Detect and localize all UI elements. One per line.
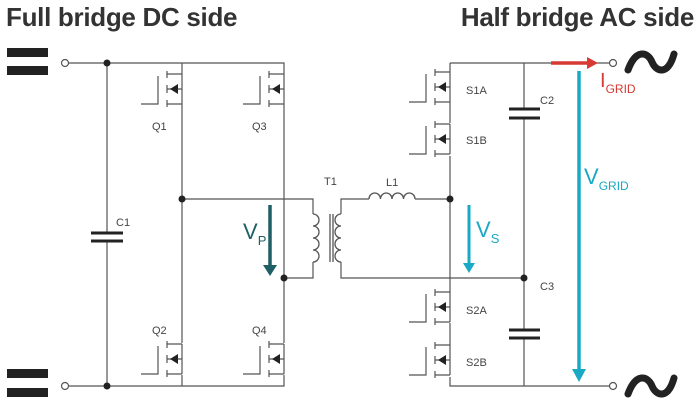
inductor-l1	[368, 192, 416, 200]
primary-bottom-wire	[284, 262, 314, 279]
dc-bottom-rail	[69, 375, 285, 387]
mosfet-s2a	[409, 289, 451, 325]
label-q4: Q4	[252, 325, 267, 337]
body-diode-arrow-icon	[170, 354, 178, 364]
body-diode-arrow-icon	[438, 355, 446, 365]
title-dc-side: Full bridge DC side	[6, 2, 238, 32]
transformer-secondary	[334, 213, 342, 263]
bridge-legs	[181, 104, 285, 343]
junction-node	[178, 195, 186, 203]
vp-arrowhead	[263, 265, 277, 276]
secondary-bottom-wire	[340, 262, 524, 279]
junction-node	[103, 59, 111, 67]
dc-top-rail	[69, 62, 285, 74]
body-diode-arrow-icon	[170, 84, 178, 94]
label-s2a: S2A	[466, 305, 487, 317]
terminal-dc-bottom	[60, 381, 70, 391]
mosfet-q1	[141, 71, 183, 107]
body-diode-arrow-icon	[272, 354, 280, 364]
dc-source-icon	[7, 369, 48, 397]
mosfet-q3	[243, 71, 285, 107]
capacitor-c1	[91, 231, 123, 243]
label-l1: L1	[386, 177, 398, 189]
ac-source-icon	[624, 374, 678, 398]
mosfets	[141, 69, 451, 378]
body-diode-arrow-icon	[438, 302, 446, 312]
capacitor-c2	[509, 107, 540, 120]
label-vp: VP	[243, 219, 266, 248]
label-s1b: S1B	[466, 135, 487, 147]
body-diode-arrow-icon	[272, 84, 280, 94]
label-q3: Q3	[252, 121, 267, 133]
label-vs: VS	[476, 217, 500, 246]
terminal-dc-top	[60, 58, 70, 68]
mosfet-q4	[243, 341, 285, 377]
body-diode-arrow-icon	[438, 134, 446, 144]
label-igrid: IGRID	[600, 70, 636, 96]
vs-arrowhead	[463, 263, 475, 273]
label-q2: Q2	[152, 325, 167, 337]
mosfet-q2	[141, 341, 183, 377]
wires	[69, 62, 610, 387]
label-s2b: S2B	[466, 357, 487, 369]
mosfet-s1b	[409, 121, 451, 157]
transformer-primary	[312, 213, 320, 263]
vgrid-arrowhead	[572, 369, 586, 382]
label-t1: T1	[324, 176, 337, 188]
label-c2: C2	[540, 95, 554, 107]
junction-node	[520, 274, 528, 282]
mosfet-s1a	[409, 69, 451, 105]
ac-source-icon	[624, 50, 678, 74]
igrid-arrowhead	[587, 57, 598, 69]
ac-switch-leg	[449, 102, 610, 387]
title-ac-side: Half bridge AC side	[460, 2, 694, 32]
transformer-core	[329, 214, 334, 262]
mosfet-s2b	[409, 342, 451, 378]
dc-source-icon	[7, 48, 48, 75]
label-vgrid: VGRID	[584, 164, 629, 193]
junction-node	[103, 382, 111, 390]
label-q1: Q1	[152, 121, 167, 133]
terminal-ac-top	[608, 58, 618, 68]
secondary-top-wire	[340, 198, 450, 214]
body-diode-arrow-icon	[438, 82, 446, 92]
junction-node	[280, 274, 288, 282]
capacitor-c3	[509, 328, 540, 340]
label-c1: C1	[116, 217, 130, 229]
label-c3: C3	[540, 281, 554, 293]
primary-top-wire	[182, 198, 314, 214]
junction-node	[446, 195, 454, 203]
label-s1a: S1A	[466, 85, 487, 97]
terminal-ac-bottom	[608, 381, 618, 391]
